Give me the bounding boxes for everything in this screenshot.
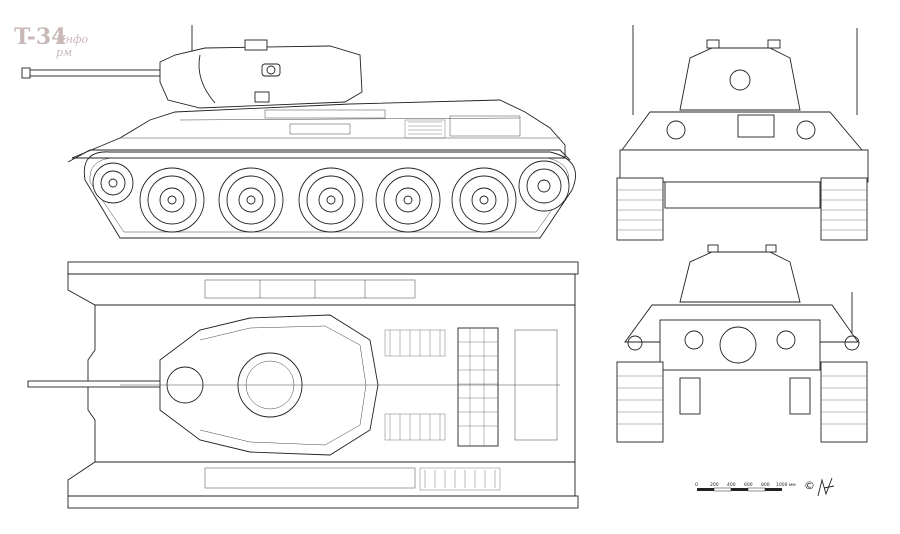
scale-bar	[697, 487, 782, 492]
scale-labels: 0 200 400 600 800 1000 мм	[695, 482, 796, 488]
side-idler-wheel	[92, 162, 134, 204]
copyright-symbol: ©	[804, 479, 815, 492]
rear-turret	[679, 251, 801, 303]
author-signature	[817, 477, 835, 497]
rear-track-left	[616, 361, 664, 443]
rear-track-right	[820, 361, 868, 443]
scale-label-400: 400	[727, 482, 736, 488]
scale-label-0: 0	[695, 482, 698, 488]
side-turret	[159, 45, 363, 109]
front-track-left	[616, 177, 664, 241]
top-view	[27, 261, 579, 509]
side-view	[21, 25, 576, 239]
side-road-wheels	[139, 167, 517, 233]
front-turret	[679, 47, 801, 111]
top-gun-barrel	[27, 380, 179, 388]
logo: T-34 Инфо рм	[14, 24, 104, 59]
scale-label-800: 800	[761, 482, 770, 488]
rear-view	[616, 244, 868, 443]
side-drive-sprocket	[518, 160, 570, 212]
front-hull	[621, 111, 863, 151]
top-track-lower	[67, 495, 579, 509]
top-track-upper	[67, 261, 579, 275]
front-view	[616, 25, 869, 241]
top-engine-grill	[457, 327, 499, 447]
logo-title: T-34	[14, 24, 67, 50]
front-track-right	[820, 177, 868, 241]
side-gun-barrel	[25, 69, 167, 77]
scale-label-1000: 1000 мм	[776, 482, 796, 488]
scale-label-600: 600	[744, 482, 753, 488]
scale-label-200: 200	[710, 482, 719, 488]
logo-subtitle: Инфо рм	[56, 33, 89, 59]
side-hull	[71, 99, 566, 159]
side-track	[83, 151, 576, 239]
